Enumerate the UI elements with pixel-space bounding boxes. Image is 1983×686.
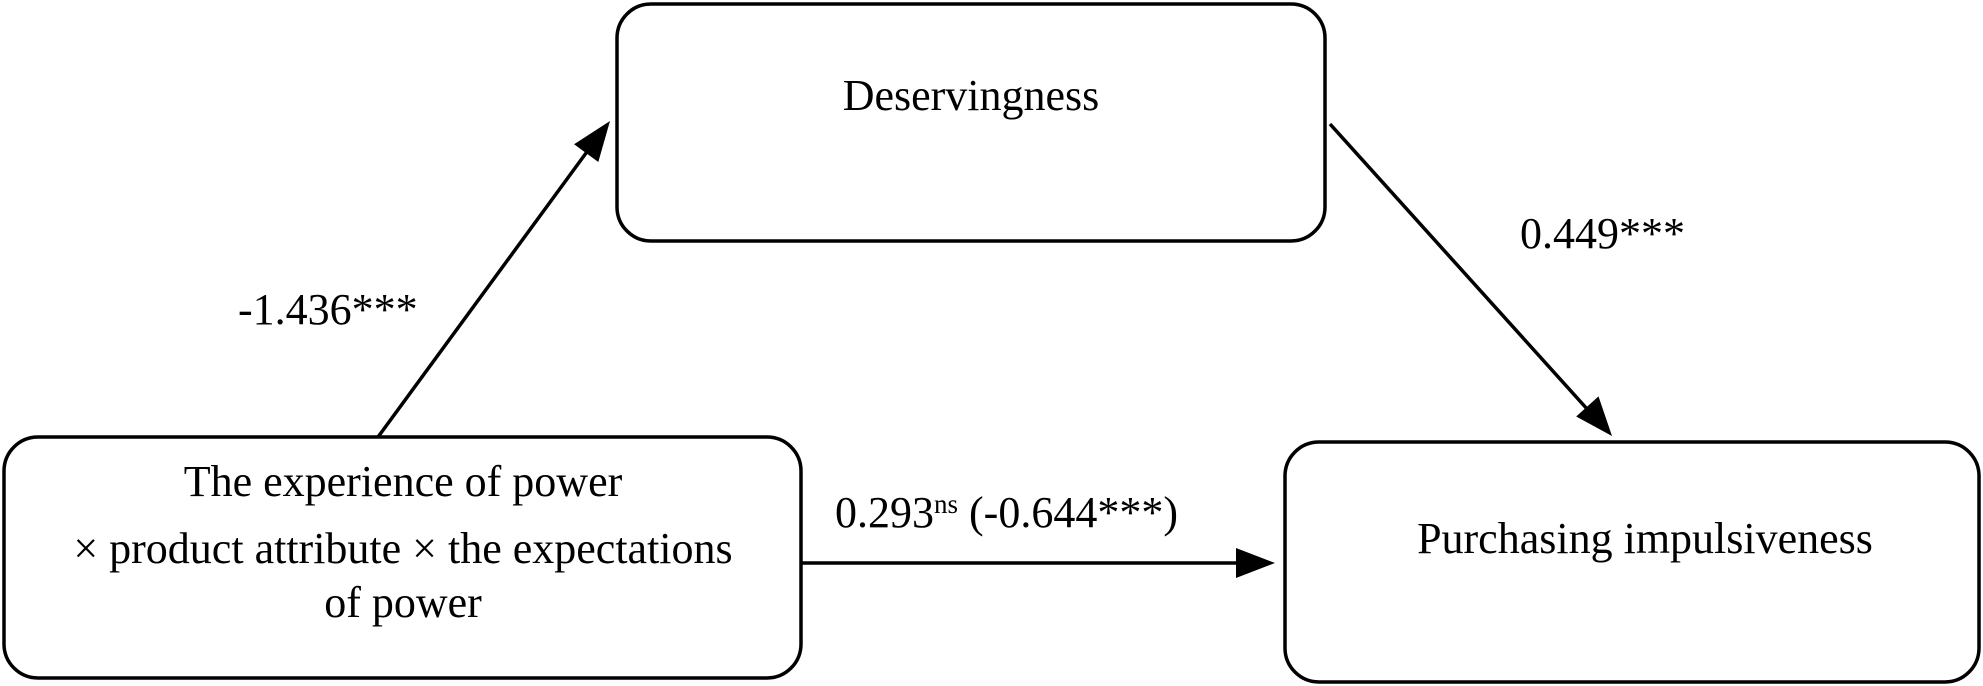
total-effect-value: (-0.644***) (958, 488, 1178, 537)
coefficient-label: 0.293ns (-0.644***) (835, 488, 1178, 537)
deservingness-node: Deservingness (615, 2, 1327, 243)
purchasing-node: Purchasing impulsiveness (1283, 440, 1981, 684)
purchasing-box (1283, 440, 1981, 684)
purchasing-label: Purchasing impulsiveness (1417, 514, 1873, 563)
arrow-line (1328, 122, 1590, 412)
arrowhead-icon (1576, 396, 1612, 436)
interaction-label-line-2: × product attribute × the expectations (73, 524, 732, 573)
coefficient-label: 0.449*** (1520, 209, 1685, 258)
significance-marker: ns (934, 489, 958, 519)
interaction-label-line-1: The experience of power (184, 457, 623, 506)
deservingness-label: Deservingness (843, 71, 1100, 120)
arrowhead-icon (574, 121, 610, 162)
interaction-label-line-3: of power (324, 578, 482, 627)
deservingness-box (615, 2, 1327, 243)
arrowhead-icon (1236, 548, 1275, 578)
interaction-node: The experience of power × product attrib… (2, 435, 803, 680)
edge-interaction-to-deservingness: -1.436*** (238, 121, 610, 439)
arrow-line (376, 147, 591, 439)
direct-effect-value: 0.293 (835, 488, 934, 537)
edge-deservingness-to-purchasing: 0.449*** (1328, 122, 1685, 436)
edge-interaction-to-purchasing: 0.293ns (-0.644***) (801, 488, 1275, 578)
coefficient-label: -1.436*** (238, 285, 418, 334)
interaction-box (2, 435, 803, 680)
